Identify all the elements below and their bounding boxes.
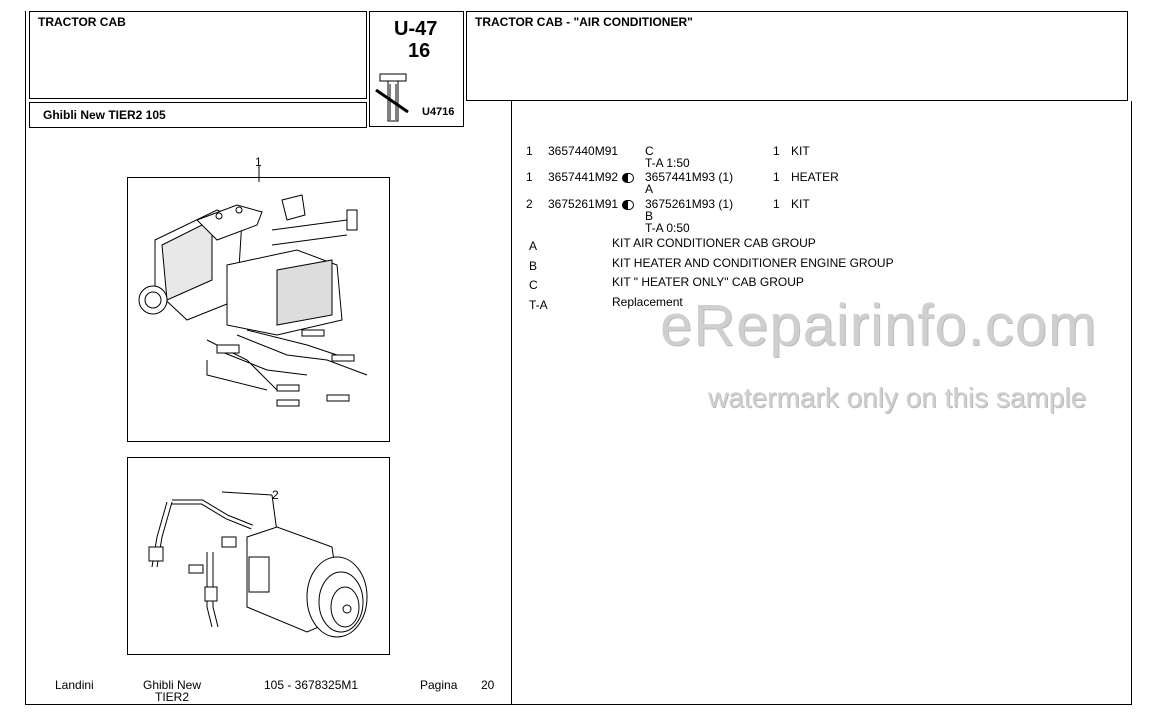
footer-brand: Landini (55, 678, 94, 692)
callout-2: 2 (272, 488, 279, 502)
code-sub: 16 (408, 40, 431, 62)
part-item: 1 (526, 144, 533, 158)
part-number: 3675261M91 (548, 197, 619, 211)
watermark-main: eRepairinfo.com (660, 293, 1098, 358)
callout-1: 1 (255, 155, 262, 169)
footer-doc: 105 - 3678325M1 (264, 678, 359, 692)
header-right-box: TRACTOR CAB - "AIR CONDITIONER" (466, 11, 1128, 101)
part-note: T-A 0:50 (645, 221, 690, 235)
legend-text: KIT " HEATER ONLY" CAB GROUP (612, 275, 804, 289)
section-title: TRACTOR CAB (38, 15, 126, 29)
code-box: U-47 16 U4716 (369, 11, 464, 127)
code-main: U-47 (394, 18, 438, 40)
legend-code: C (529, 278, 538, 292)
footer-page-label: Pagina (420, 678, 458, 692)
legend-text: KIT AIR CONDITIONER CAB GROUP (612, 236, 816, 250)
part-note: T-A 1:50 (645, 156, 690, 170)
part-number: 3657440M91 (548, 144, 619, 158)
part-alt: C (645, 144, 654, 158)
frame-left (25, 11, 26, 705)
part-qty: 1 (773, 170, 780, 184)
diagram-frame-2 (127, 457, 390, 655)
part-item: 2 (526, 197, 533, 211)
legend-text: Replacement (612, 295, 683, 309)
frame-bottom (25, 704, 1132, 705)
part-item: 1 (526, 170, 533, 184)
interchange-icon (622, 200, 634, 210)
legend-text: KIT HEATER AND CONDITIONER ENGINE GROUP (612, 256, 894, 270)
part-desc: KIT (791, 144, 810, 158)
part-symbol-icon (375, 73, 409, 122)
part-note: B (645, 209, 654, 223)
legend-code: A (529, 239, 538, 253)
right-title: TRACTOR CAB - "AIR CONDITIONER" (475, 15, 693, 29)
part-desc: HEATER (791, 170, 839, 184)
footer-page-number: 20 (481, 678, 495, 692)
compressor-drawing (148, 491, 368, 638)
header-left-box: TRACTOR CAB (29, 11, 367, 99)
part-number: 3657441M92 (548, 170, 619, 184)
footer-model-2: TIER2 (155, 690, 190, 704)
part-alt: 3657441M93 (1) (645, 170, 734, 184)
model-name: Ghibli New TIER2 105 (43, 108, 166, 122)
watermark-sub: watermark only on this sample (708, 382, 1087, 413)
ac-cab-assembly-drawing (138, 166, 368, 407)
interchange-icon (622, 173, 634, 183)
part-desc: KIT (791, 197, 810, 211)
footer-model-1: Ghibli New (143, 678, 202, 692)
part-alt: 3675261M93 (1) (645, 197, 734, 211)
part-qty: 1 (773, 197, 780, 211)
figure-ref: U4716 (422, 106, 455, 118)
part-qty: 1 (773, 144, 780, 158)
legend-code: B (529, 259, 538, 273)
divider-vertical (511, 101, 512, 705)
legend-code: T-A (529, 298, 548, 312)
frame-right (1131, 101, 1132, 705)
part-note: A (645, 182, 654, 196)
model-box: Ghibli New TIER2 105 (29, 102, 367, 128)
